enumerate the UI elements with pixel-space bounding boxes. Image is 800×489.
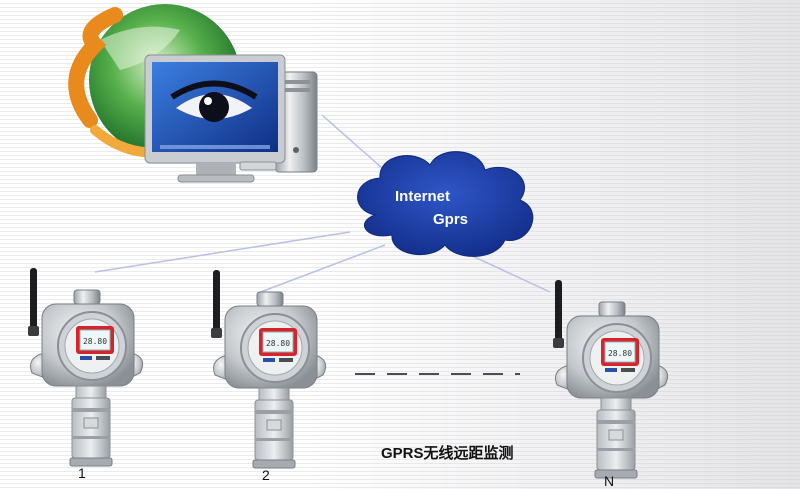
antenna-icon	[213, 270, 220, 332]
cloud-label-gprs: Gprs	[433, 211, 468, 228]
cloud-label-internet: Internet	[395, 188, 450, 205]
link-device2-cloud	[257, 244, 386, 294]
diagram-caption: GPRS无线远距监测	[381, 444, 514, 462]
lcd-display	[262, 331, 294, 353]
gas-detector-2: 28.80	[211, 270, 327, 469]
monitor-icon	[144, 54, 286, 183]
keyboard-icon	[239, 161, 277, 171]
lcd-display	[79, 329, 111, 351]
link-computer-cloud	[321, 114, 383, 169]
device-label-3: N	[604, 473, 614, 489]
devices-group: 28.80 1 28.80 2 28.80N	[28, 268, 669, 489]
lcd-reading: 28.80	[266, 339, 290, 348]
antenna-icon	[555, 280, 562, 342]
gas-detector-1: 28.80	[28, 268, 144, 467]
gas-detector-3: 28.80	[553, 280, 669, 479]
lcd-display	[604, 341, 636, 363]
link-device1-cloud	[94, 231, 351, 273]
device-label-1: 1	[78, 465, 86, 481]
device-label-2: 2	[262, 467, 270, 483]
link-deviceN-cloud	[467, 253, 551, 293]
internet-cloud: Internet Gprs	[357, 151, 534, 257]
lcd-reading: 28.80	[83, 337, 107, 346]
antenna-icon	[30, 268, 37, 330]
connection-lines	[94, 114, 551, 294]
lcd-reading: 28.80	[608, 349, 632, 358]
